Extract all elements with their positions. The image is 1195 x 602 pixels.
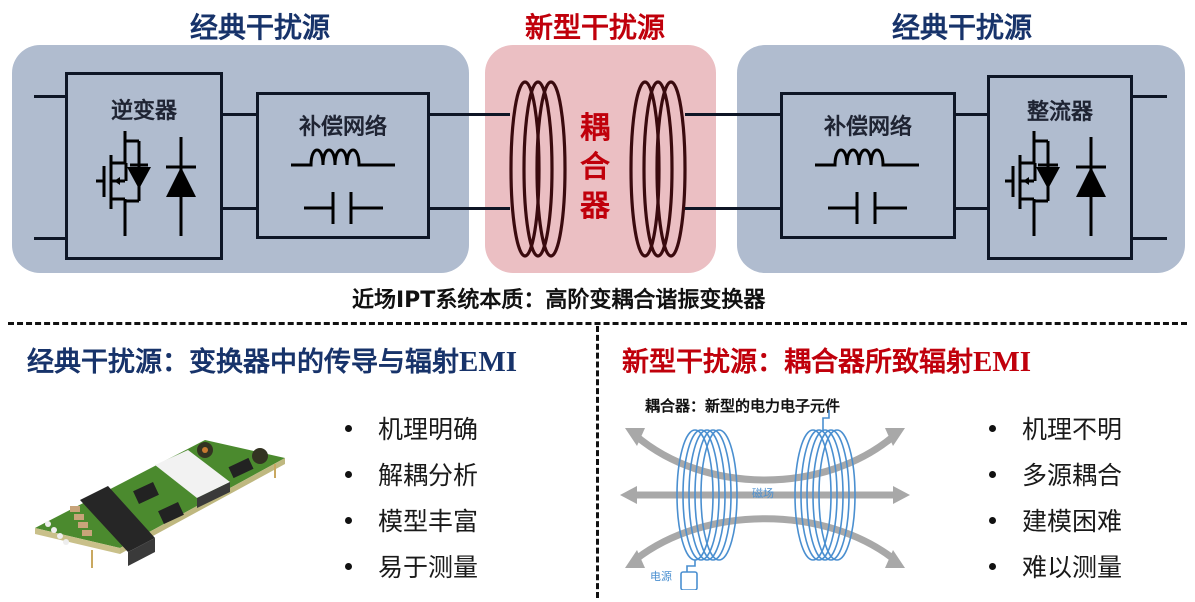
left-heading-text: 经典干扰源：变换器中的传导与辐射 [27,347,459,378]
bullet-text: 建模困难 [1022,507,1123,536]
input-wire-top [34,95,68,98]
left-heading: 经典干扰源：变换器中的传导与辐射EMI [27,340,517,379]
wire-comp-coil-top [430,113,510,116]
input-wire-bottom [34,237,68,240]
left-heading-emi: EMI [459,346,517,378]
rectifier-block: 整流器 [987,75,1133,260]
coupler-char-2: 合 [580,150,610,185]
mosfet-diode-icon [96,131,196,236]
primary-coil-icon [509,80,567,258]
bullet-dot [345,424,352,432]
wire-inv-comp-bottom [223,207,259,210]
source-label: 电源 [650,570,672,583]
right-heading-text: 新型干扰源：耦合器所致辐射 [622,347,973,378]
bullet-text: 难以测量 [1022,553,1123,582]
list-item: 模型丰富 [345,497,478,543]
wire-comp-coil-bottom [430,207,510,210]
vertical-divider [596,326,599,598]
wire-coil-comp-bottom [685,207,783,210]
bullet-text: 多源耦合 [1022,461,1123,490]
wire-inv-comp-top [223,113,259,116]
coupler-label: 耦 合 器 [575,109,615,226]
bullet-dot [345,470,352,478]
left-bullet-list: 机理明确 解耦分析 模型丰富 易于测量 [345,405,478,589]
list-item: 解耦分析 [345,451,478,497]
converter-module-image [35,440,285,568]
coupler-char-3: 器 [580,189,610,224]
list-item: 易于测量 [345,543,478,589]
bullet-dot [345,516,352,524]
right-bullet-list: 机理不明 多源耦合 建模困难 难以测量 [989,405,1122,589]
center-section-title: 新型干扰源 [524,11,665,44]
wire-coil-comp-top [685,113,783,116]
bullet-dot [989,424,996,432]
bullet-dot [989,516,996,524]
ipt-caption: 近场IPT系统本质：高阶变耦合谐振变换器 [352,288,766,313]
inductor-capacitor-icon-right [815,148,919,224]
list-item: 机理明确 [345,405,478,451]
bullet-dot [989,562,996,570]
secondary-coil-icon [629,80,687,258]
horizontal-divider [8,322,1187,325]
list-item: 建模困难 [989,497,1122,543]
right-heading: 新型干扰源：耦合器所致辐射EMI [622,340,1031,379]
left-compensation-block: 补偿网络 [256,92,430,239]
magnetic-field-figure [620,410,910,590]
right-compensation-block: 补偿网络 [780,92,956,239]
output-wire-bottom [1133,237,1167,240]
bullet-dot [989,470,996,478]
coupler-char-1: 耦 [580,111,610,146]
list-item: 难以测量 [989,543,1122,589]
left-classic-panel [12,45,469,273]
wire-comp-rect-bottom [956,207,990,210]
coupler-figure-title: 耦合器：新型的电力电子元件 [645,397,841,415]
output-wire-top [1133,95,1167,98]
right-compensation-label: 补偿网络 [823,115,912,140]
list-item: 多源耦合 [989,451,1122,497]
field-label: 磁场 [752,487,774,500]
bullet-text: 机理明确 [378,415,479,444]
inverter-block: 逆变器 [65,72,223,260]
right-section-title: 经典干扰源 [891,11,1032,44]
right-classic-panel [737,45,1185,273]
bullet-dot [345,562,352,570]
left-compensation-label: 补偿网络 [298,115,387,140]
bullet-text: 易于测量 [378,553,479,582]
list-item: 机理不明 [989,405,1122,451]
inductor-capacitor-icon [291,148,395,224]
bullet-text: 模型丰富 [378,507,479,536]
rectifier-label: 整流器 [1026,100,1093,125]
bullet-text: 解耦分析 [378,461,479,490]
mosfet-diode-icon-right [1005,131,1106,236]
left-section-title: 经典干扰源 [189,11,330,44]
right-heading-emi: EMI [973,346,1031,378]
inverter-label: 逆变器 [110,99,177,124]
bullet-text: 机理不明 [1022,415,1123,444]
wire-comp-rect-top [956,113,990,116]
